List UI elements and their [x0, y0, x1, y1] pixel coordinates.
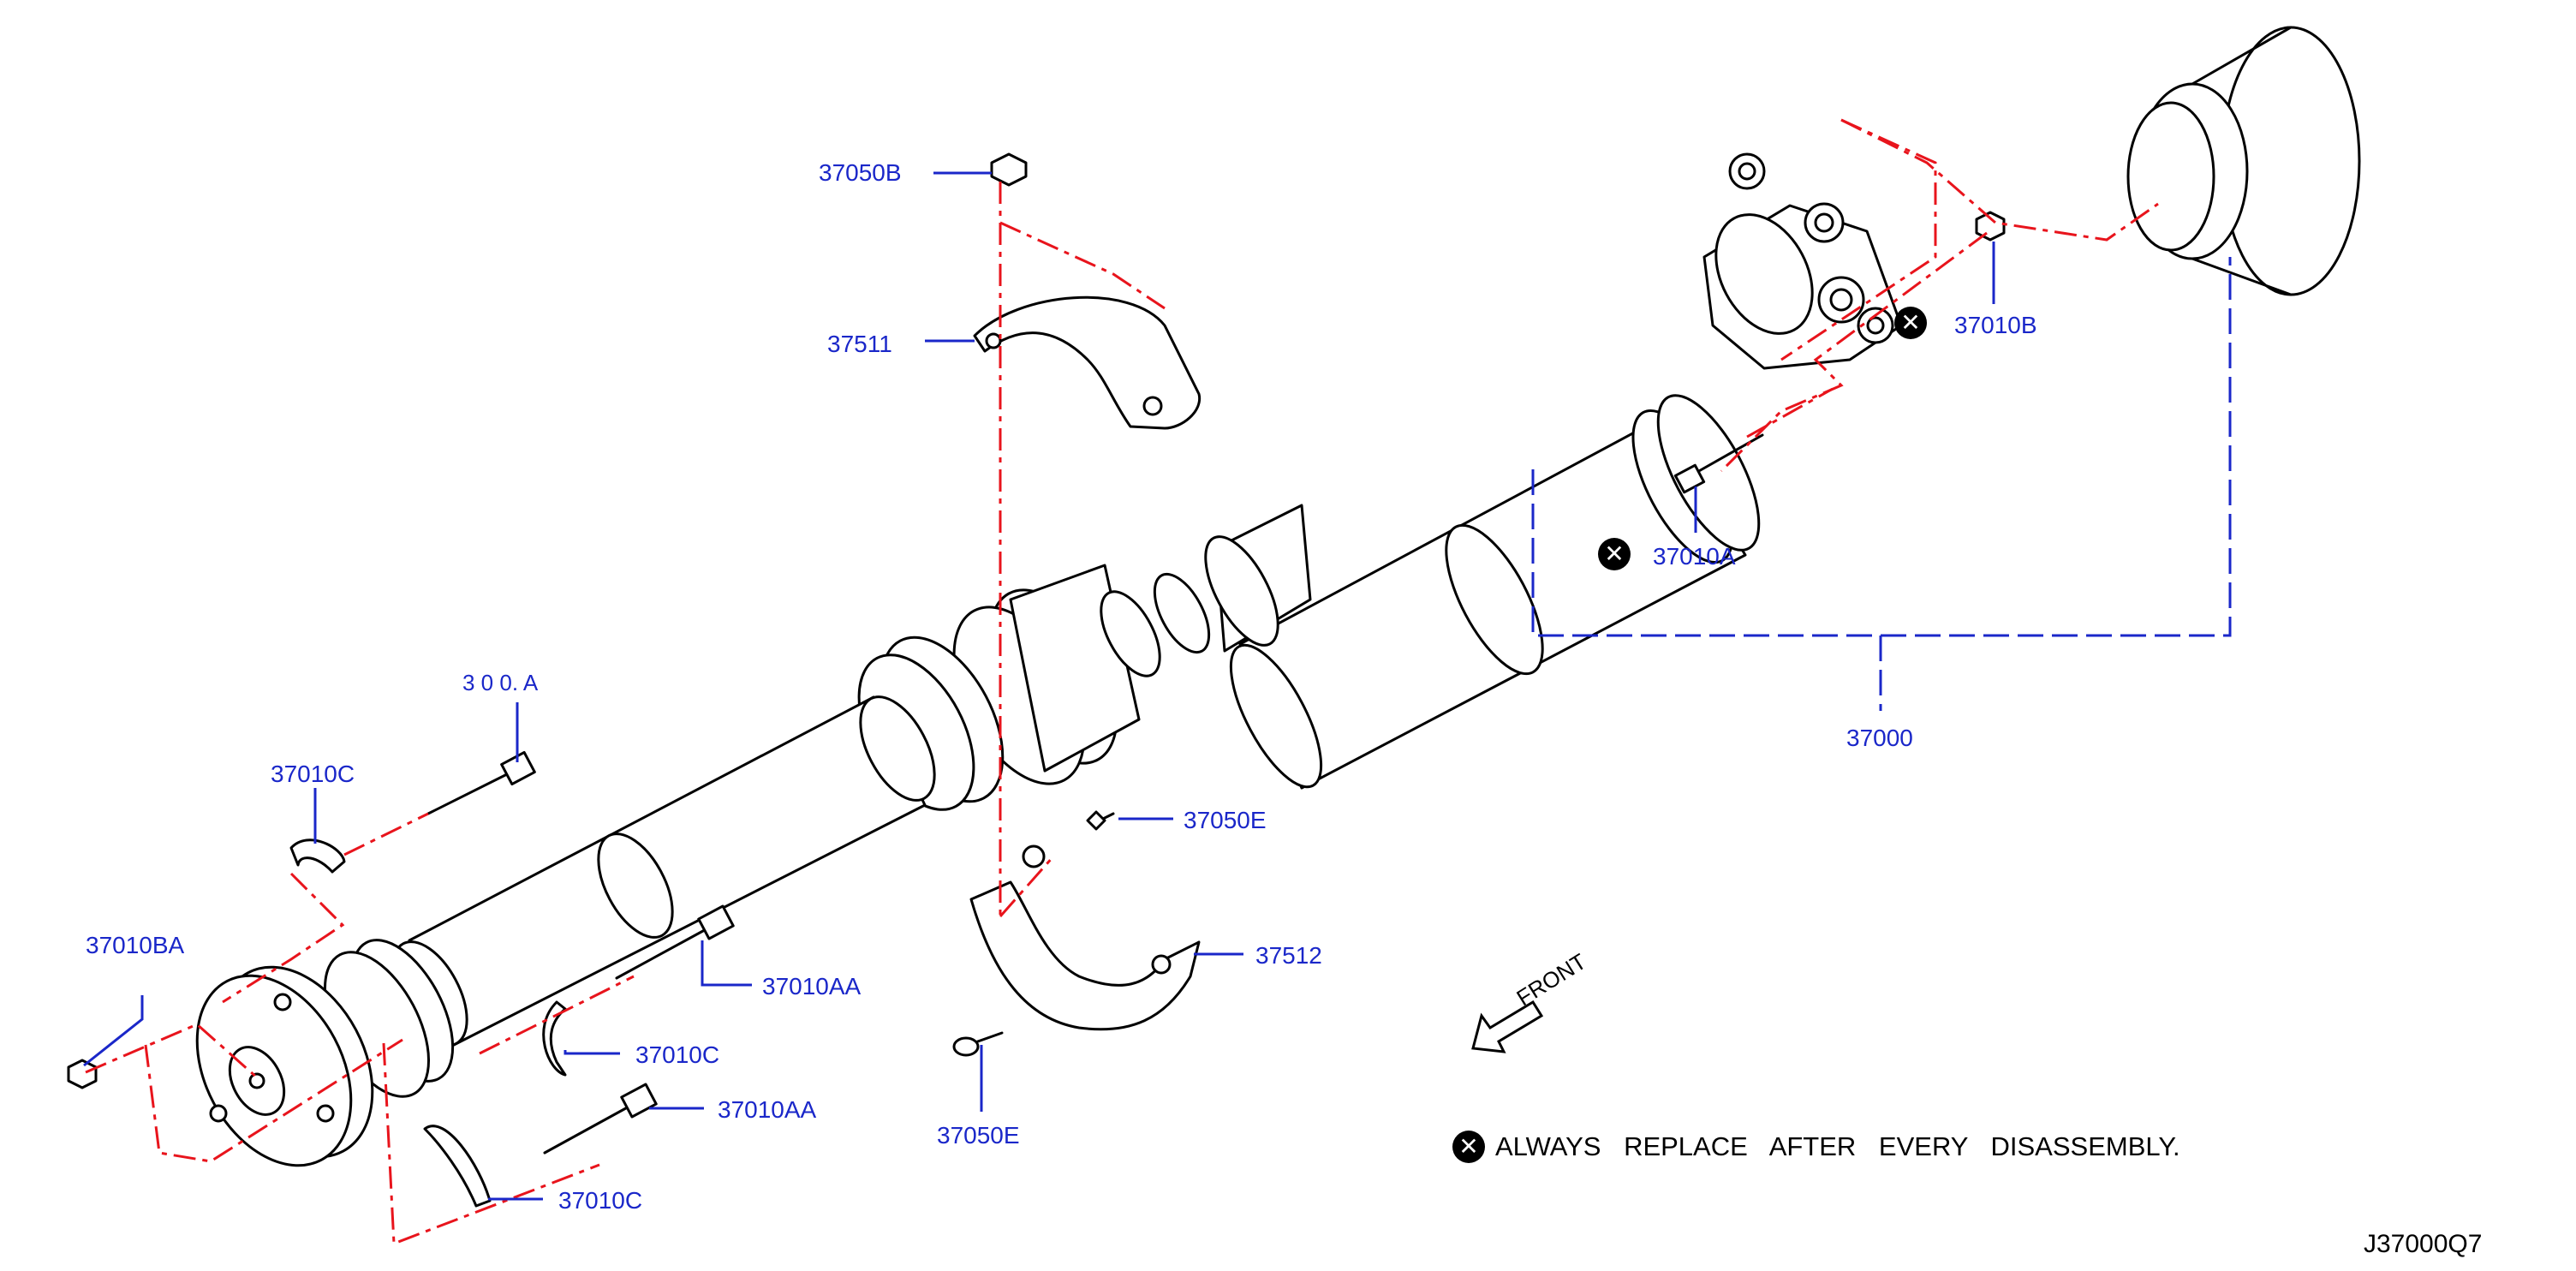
nut-37010B	[1975, 211, 2006, 242]
nut-37010BA	[67, 1059, 98, 1089]
label-37010B[interactable]: 37010B	[1954, 312, 2037, 338]
clip-37010C-mid	[542, 1000, 567, 1077]
label-37010C-mid[interactable]: 37010C	[635, 1041, 720, 1068]
clip-37010C-bottom	[423, 1125, 492, 1208]
label-37512[interactable]: 37512	[1255, 942, 1322, 969]
circled-x-icon: ✕	[1894, 307, 1927, 339]
label-37050B[interactable]: 37050B	[819, 159, 902, 186]
diagram-code: J37000Q7	[2364, 1230, 2483, 1258]
label-37511[interactable]: 37511	[827, 331, 892, 357]
replacement-note: ✕ ALWAYS REPLACE AFTER EVERY DISASSEMBLY…	[1452, 1131, 2180, 1163]
note-text: ALWAYS REPLACE AFTER EVERY DISASSEMBLY.	[1495, 1131, 2180, 1161]
label-37000[interactable]: 37000	[1846, 725, 1913, 751]
screw-37050E-bottom	[952, 1031, 1004, 1057]
leader-lines	[83, 171, 1995, 1201]
bolt-37010AA-lower	[543, 1083, 658, 1155]
clip-37010C-top	[289, 838, 346, 874]
bolt-37010AA-upper	[615, 904, 735, 980]
label-37010AA-top[interactable]: 37010AA	[762, 973, 862, 999]
nut-37050B	[990, 152, 1028, 187]
rear-seal-cover	[2126, 26, 2361, 296]
label-37050E-bottom[interactable]: 37050E	[937, 1122, 1020, 1149]
label-partial-3700A[interactable]: 3 0 0. A	[462, 670, 539, 695]
label-37010BA[interactable]: 37010BA	[86, 932, 185, 958]
center-joint	[857, 504, 1312, 811]
label-37010C-top[interactable]: 37010C	[271, 761, 355, 787]
label-37010C-bottom[interactable]: 37010C	[558, 1187, 643, 1214]
circled-x-icon: ✕	[1598, 538, 1631, 570]
label-37050E-top[interactable]: 37050E	[1184, 807, 1267, 833]
bolt-front-upper	[426, 750, 536, 815]
front-shaft-tube	[391, 695, 936, 1047]
bracket-37512	[969, 844, 1201, 1031]
screw-37050E-top	[1086, 810, 1115, 831]
circled-x-icon: ✕	[1452, 1131, 1485, 1163]
arrow-down-left-icon	[1471, 999, 1544, 1053]
rear-flange-yoke	[1702, 152, 1903, 370]
label-37010AA-bottom[interactable]: 37010AA	[718, 1096, 817, 1123]
assembly-centerlines	[85, 118, 2159, 1246]
rear-shaft-tube	[1229, 394, 1761, 790]
bracket-37511	[973, 295, 1202, 430]
label-37010A[interactable]: 37010A	[1653, 543, 1736, 570]
assembly-bracket-37000	[1531, 257, 2232, 711]
front-flex-coupling	[195, 939, 455, 1167]
